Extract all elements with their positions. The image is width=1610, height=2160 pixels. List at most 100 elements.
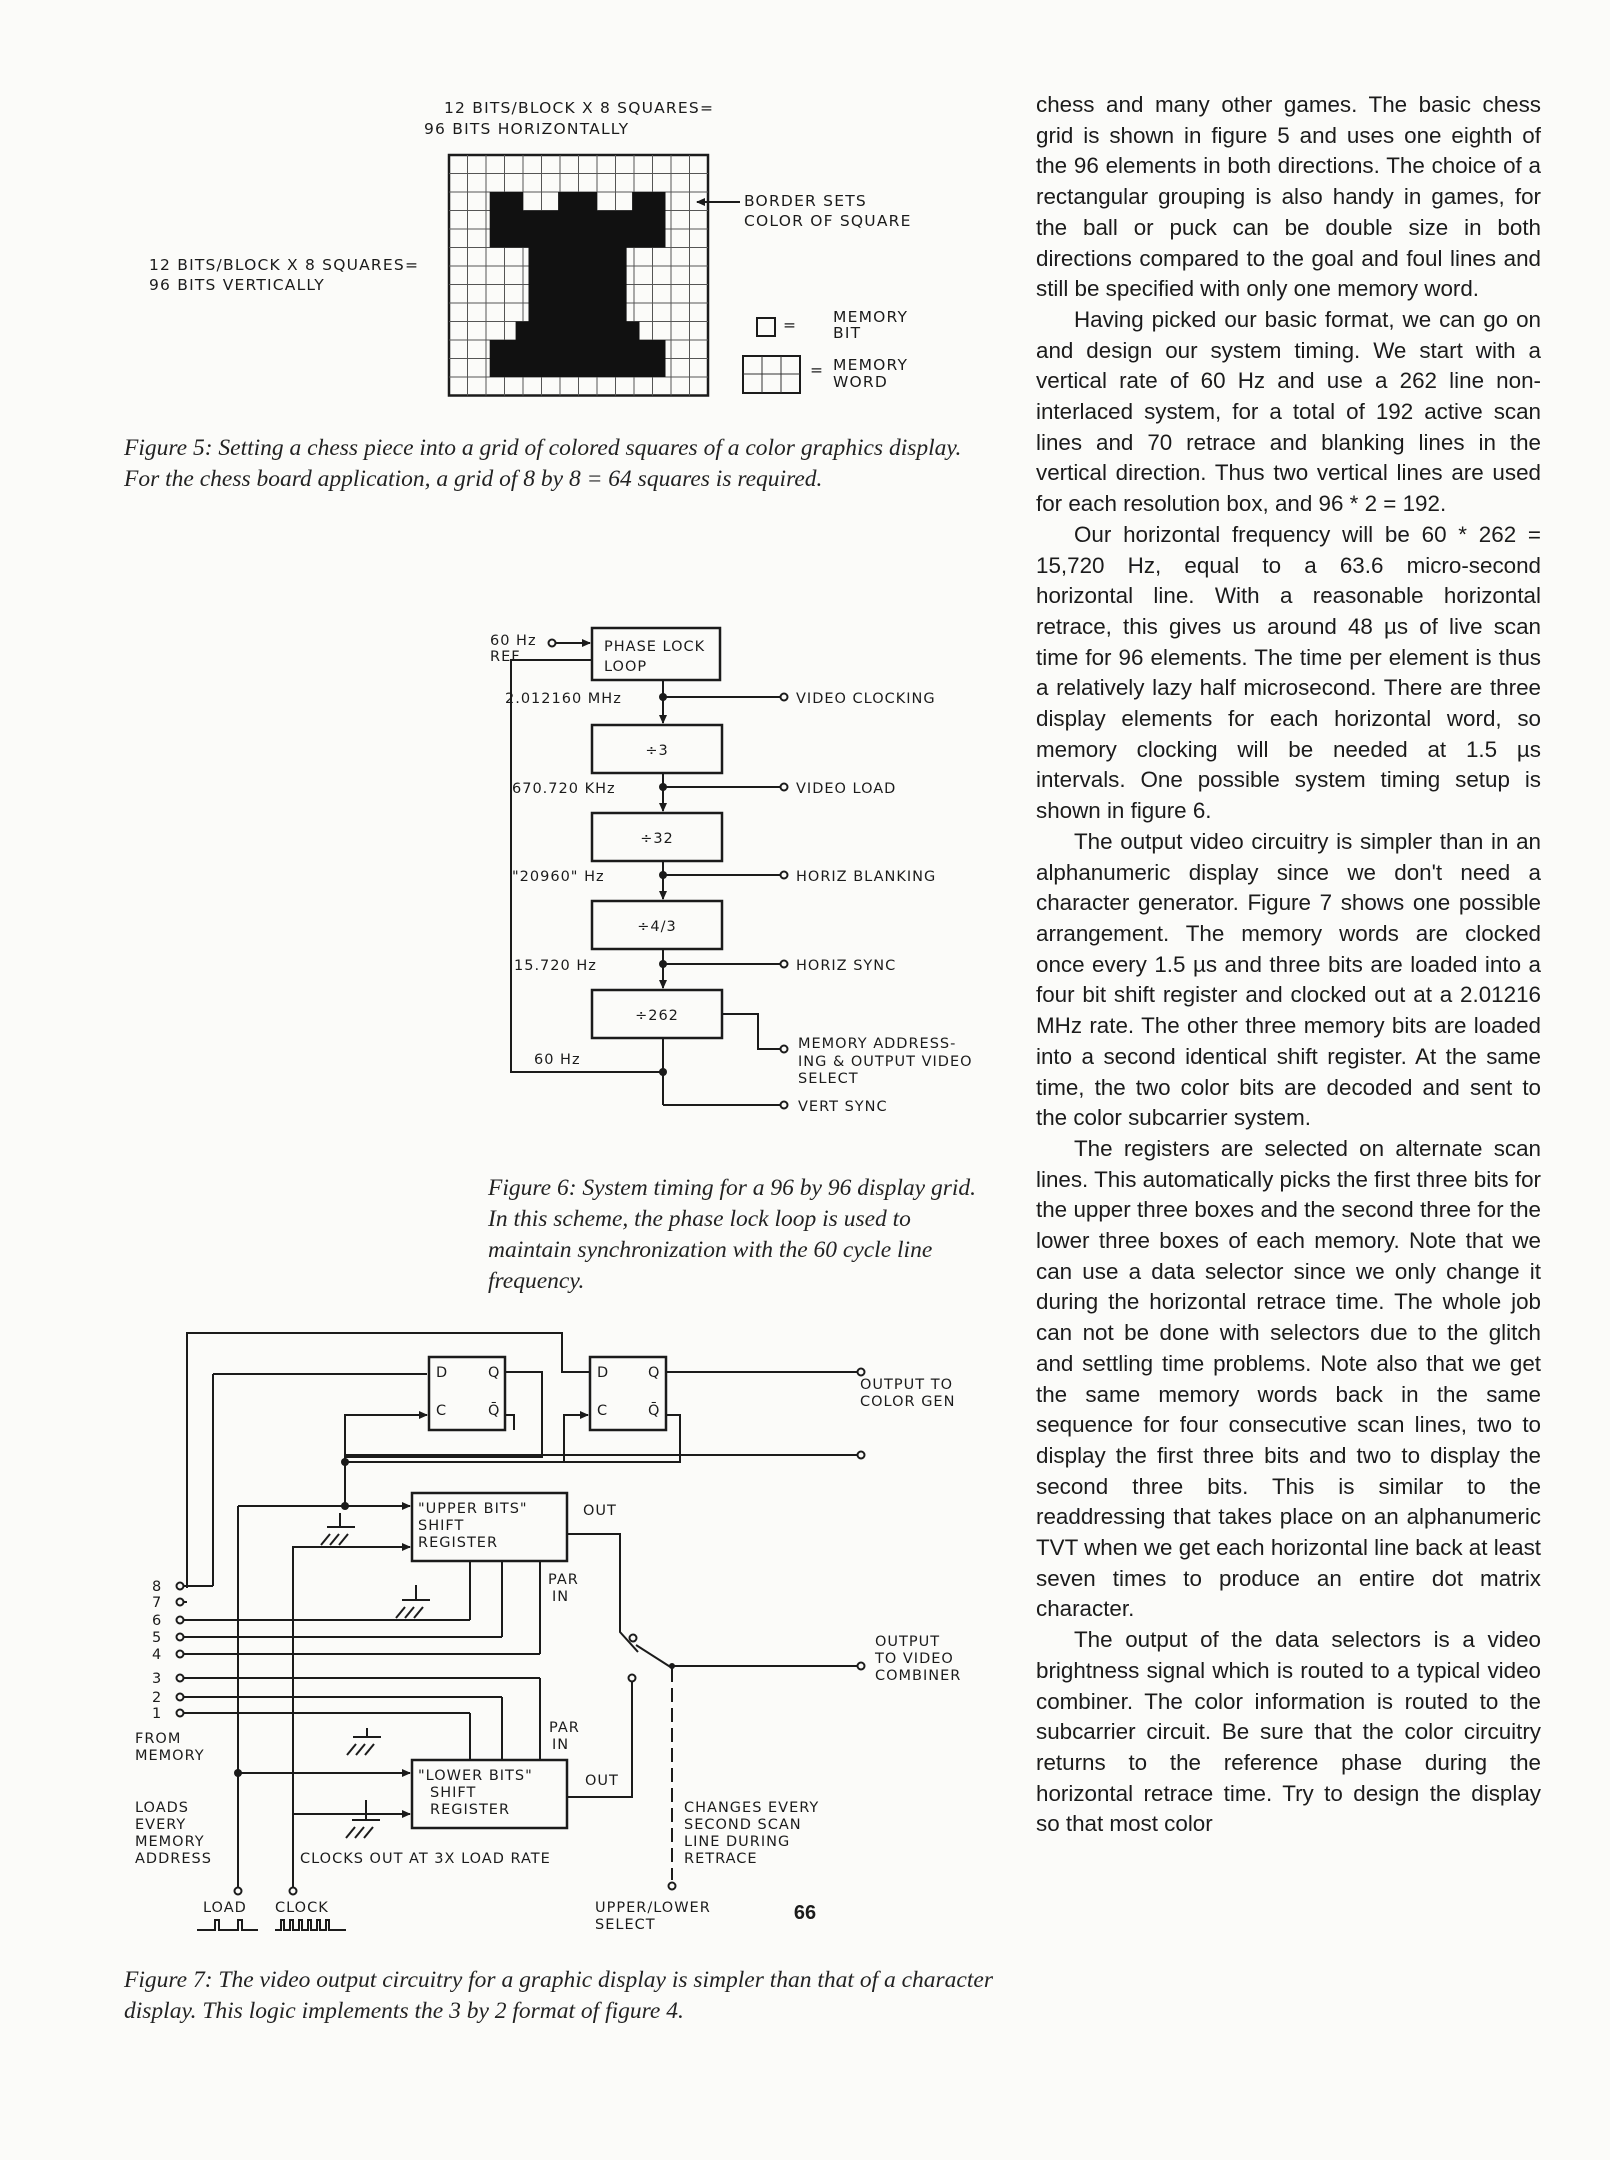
fig5-left-label-1: 12 BITS/BLOCK X 8 SQUARES= bbox=[149, 256, 419, 274]
body-paragraph-5: The registers are selected on alternate … bbox=[1036, 1135, 1541, 1622]
fig6-freq-3: "20960" Hz bbox=[512, 869, 605, 885]
fig5-top-label-1: 12 BITS/BLOCK X 8 SQUARES= bbox=[444, 99, 714, 117]
fig6-out-5c: SELECT bbox=[798, 1071, 859, 1087]
ground-symbol-3 bbox=[345, 1800, 380, 1839]
from-memory-2: MEMORY bbox=[135, 1748, 205, 1764]
body-paragraph-4: The output video circuitry is simpler th… bbox=[1036, 828, 1541, 1131]
body-paragraph-2: Having picked our basic format, we can g… bbox=[1036, 306, 1541, 517]
clock-label: CLOCK bbox=[275, 1900, 329, 1916]
clock-pulse-icon bbox=[275, 1919, 346, 1931]
page-number: 66 bbox=[793, 1902, 817, 1924]
fig5-word-label-2: WORD bbox=[833, 373, 888, 391]
body-text-column: chess and many other games. The basic ch… bbox=[1036, 90, 1541, 1840]
changes-label-4: RETRACE bbox=[684, 1851, 758, 1867]
upper-reg-label-3: REGISTER bbox=[418, 1535, 498, 1551]
fig5-top-label-2: 96 BITS HORIZONTALLY bbox=[424, 120, 629, 138]
color-gen-label-2: COLOR GEN bbox=[860, 1394, 955, 1410]
fig6-div-2: ÷32 bbox=[640, 831, 674, 847]
fig6-out-1: VIDEO CLOCKING bbox=[796, 691, 936, 707]
fig5-border-label-1: BORDER SETS bbox=[744, 192, 867, 210]
fig6-div-4: ÷262 bbox=[635, 1008, 679, 1024]
upper-reg-label-1: "UPPER BITS" bbox=[418, 1501, 528, 1517]
ff1-d: D bbox=[436, 1365, 448, 1381]
fig6-out-3: HORIZ BLANKING bbox=[796, 869, 936, 885]
upper-par-label-2: IN bbox=[552, 1589, 569, 1605]
fig6-div-3: ÷4/3 bbox=[637, 919, 677, 935]
lower-par-label-1: PAR bbox=[549, 1720, 580, 1736]
color-gen-label-1: OUTPUT TO bbox=[860, 1377, 953, 1393]
ff2-d: D bbox=[597, 1365, 609, 1381]
video-combiner-label-3: COMBINER bbox=[875, 1668, 961, 1684]
fig6-out-5a: MEMORY ADDRESS- bbox=[798, 1036, 956, 1052]
fig6-pll-2: LOOP bbox=[604, 659, 647, 675]
fig6-freq-4: 15.720 Hz bbox=[514, 958, 597, 974]
pin-6: 6 bbox=[152, 1613, 162, 1629]
loads-label-1: LOADS bbox=[135, 1800, 189, 1816]
clocks-out-label: CLOCKS OUT AT 3X LOAD RATE bbox=[300, 1851, 551, 1867]
lower-bits-shift-register bbox=[410, 1758, 569, 1830]
figure-5-caption: Figure 5: Setting a chess piece into a g… bbox=[124, 435, 962, 492]
ff1-c: C bbox=[436, 1403, 447, 1419]
upper-reg-label-2: SHIFT bbox=[418, 1518, 464, 1534]
fig6-pll-1: PHASE LOCK bbox=[604, 639, 705, 655]
fig6-div-1: ÷3 bbox=[645, 743, 668, 759]
ground-symbol-4 bbox=[395, 1585, 430, 1619]
memory-bit-legend-icon bbox=[756, 317, 776, 337]
fig6-out-6: VERT SYNC bbox=[798, 1099, 888, 1115]
changes-label-1: CHANGES EVERY bbox=[684, 1800, 819, 1816]
lower-reg-label-2: SHIFT bbox=[430, 1785, 476, 1801]
ff1-q: Q bbox=[488, 1365, 500, 1381]
fig6-freq-5: 60 Hz bbox=[534, 1052, 581, 1068]
fig5-word-label-1: MEMORY bbox=[833, 356, 908, 374]
flip-flop-1 bbox=[427, 1355, 507, 1432]
figure-6-timing-diagram: 60 Hz REF PHASE LOCK LOOP ÷3 ÷32 ÷4/3 ÷2… bbox=[490, 626, 973, 1115]
lower-reg-label-1: "LOWER BITS" bbox=[418, 1768, 533, 1784]
from-memory-1: FROM bbox=[135, 1731, 181, 1747]
load-pulse-icon bbox=[197, 1919, 258, 1931]
divide-by-32-block bbox=[590, 811, 724, 863]
pin-3: 3 bbox=[152, 1671, 162, 1687]
flip-flop-2 bbox=[588, 1355, 668, 1432]
lower-par-label-2: IN bbox=[552, 1737, 569, 1753]
changes-label-3: LINE DURING bbox=[684, 1834, 790, 1850]
loads-label-4: ADDRESS bbox=[135, 1851, 212, 1867]
ff1-qbar: Q̄ bbox=[488, 1401, 500, 1419]
fig6-taps bbox=[659, 692, 789, 1076]
changes-label-2: SECOND SCAN bbox=[684, 1817, 802, 1833]
ff2-q: Q bbox=[648, 1365, 660, 1381]
fig5-border-label-2: COLOR OF SQUARE bbox=[744, 212, 912, 230]
divide-by-3-block bbox=[590, 723, 724, 775]
fig6-out-4: HORIZ SYNC bbox=[796, 958, 896, 974]
fig6-out-5b: ING & OUTPUT VIDEO bbox=[798, 1054, 973, 1070]
loads-label-2: EVERY bbox=[135, 1817, 186, 1833]
pin-2: 2 bbox=[152, 1690, 162, 1706]
fig5-equals-2: = bbox=[810, 361, 824, 379]
video-combiner-label-2: TO VIDEO bbox=[874, 1651, 954, 1667]
upper-out-label: OUT bbox=[583, 1503, 617, 1519]
ff2-qbar: Q̄ bbox=[648, 1401, 660, 1419]
pin-4: 4 bbox=[152, 1647, 162, 1663]
body-paragraph-6: The output of the data selectors is a vi… bbox=[1036, 1627, 1541, 1837]
figure-5-chess-grid: 12 BITS/BLOCK X 8 SQUARES= 96 BITS HORIZ… bbox=[149, 99, 912, 397]
pin-8: 8 bbox=[152, 1579, 162, 1595]
figure-6-caption: Figure 6: System timing for a 96 by 96 d… bbox=[488, 1175, 977, 1294]
body-paragraph-3: Our horizontal frequency will be 60 * 26… bbox=[1036, 521, 1541, 824]
divide-by-4-3-block bbox=[590, 899, 724, 951]
video-combiner-label-1: OUTPUT bbox=[875, 1634, 940, 1650]
pin-5: 5 bbox=[152, 1630, 162, 1646]
figure-7-video-circuit: D Q C Q̄ D Q C Q̄ "UPPER BITS" SHIFT REG… bbox=[135, 1332, 961, 1933]
fig5-bit-label-2: BIT bbox=[833, 324, 861, 342]
fig5-left-label-2: 96 BITS VERTICALLY bbox=[149, 276, 325, 294]
figure-7-caption: Figure 7: The video output circuitry for… bbox=[124, 1967, 993, 2024]
fig6-freq-1: 2.012160 MHz bbox=[505, 691, 622, 707]
memory-word-legend-icon bbox=[742, 355, 801, 394]
ff2-c: C bbox=[597, 1403, 608, 1419]
lower-reg-label-3: REGISTER bbox=[430, 1802, 510, 1818]
fig6-freq-2: 670.720 KHz bbox=[512, 781, 616, 797]
rook-chess-piece-icon bbox=[489, 192, 666, 377]
chess-grid bbox=[447, 153, 710, 397]
load-label: LOAD bbox=[203, 1900, 247, 1916]
loads-label-3: MEMORY bbox=[135, 1834, 205, 1850]
ground-symbol-2 bbox=[346, 1728, 381, 1756]
